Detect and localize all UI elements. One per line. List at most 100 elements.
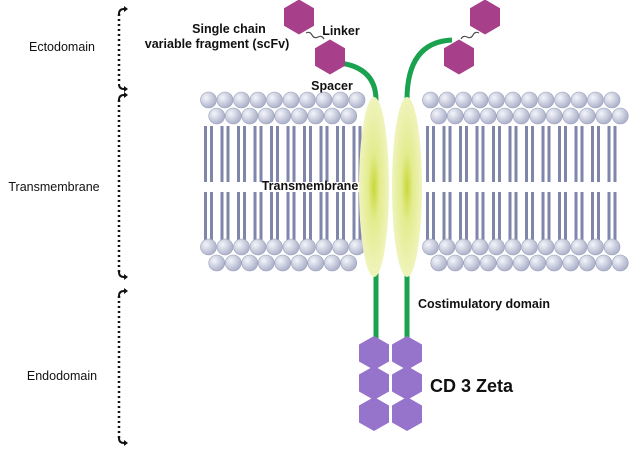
lipid-tail: [492, 192, 495, 246]
lipid-head: [224, 107, 242, 125]
lipid-head: [249, 238, 267, 256]
lipid-tail: [426, 126, 429, 182]
cd3zeta-hexagon: [392, 397, 422, 431]
ectodomain-label: Ectodomain: [29, 40, 95, 54]
lipid-tail: [613, 192, 617, 246]
lipid-head: [315, 238, 333, 256]
spacer-label: Spacer: [311, 79, 353, 93]
lipid-head: [208, 254, 226, 272]
lipid-head: [241, 254, 259, 272]
lipid-head: [578, 107, 596, 125]
lipid-head: [562, 107, 580, 125]
lipid-tail: [204, 126, 207, 182]
endodomain-label: Endodomain: [27, 369, 97, 383]
lipid-head: [307, 254, 325, 272]
lipid-head: [512, 107, 530, 125]
linker-left: [305, 31, 325, 40]
scfv-label-line2: variable fragment (scFv): [145, 37, 290, 51]
region-brackets: [117, 6, 128, 446]
lipid-head: [422, 238, 439, 256]
lipid-tail: [558, 192, 561, 246]
cd3zeta-right: [392, 336, 422, 431]
lipid-head: [587, 91, 604, 109]
lipid-head: [537, 91, 555, 109]
lipid-tail: [459, 126, 462, 182]
lipid-head: [224, 254, 242, 272]
lipid-head: [216, 238, 234, 256]
lipid-tail: [292, 192, 296, 246]
lipid-head: [348, 91, 366, 109]
lipid-tail: [336, 192, 339, 246]
lipid-head: [471, 238, 489, 256]
lipid-head: [208, 107, 226, 125]
lipid-head: [266, 238, 283, 256]
lipid-head: [488, 238, 505, 256]
lipid-head: [504, 238, 522, 256]
lipid-head: [282, 91, 300, 109]
lipid-head: [587, 238, 604, 256]
lipid-tail: [597, 126, 600, 182]
lipid-head: [274, 107, 292, 125]
lipid-head: [595, 107, 613, 125]
lipid-tail: [597, 192, 600, 246]
lipid-tail: [325, 192, 329, 246]
scfv-hexagon: [444, 39, 474, 75]
lipid-head: [332, 238, 349, 256]
lipid-tail: [303, 192, 306, 246]
lipid-tail: [580, 192, 584, 246]
lipid-head: [299, 238, 316, 256]
lipid-tail: [541, 192, 545, 246]
transmembrane-bracket: [117, 92, 128, 280]
lipid-head: [611, 254, 629, 272]
lipid-tail: [607, 126, 611, 182]
lipid-tail: [442, 126, 446, 182]
lipid-head: [545, 107, 563, 125]
lipid-head: [463, 254, 481, 272]
lipid-tail: [492, 126, 495, 182]
lipid-head: [504, 91, 522, 109]
scfv-left: [284, 0, 345, 75]
lipid-head: [274, 254, 292, 272]
lipid-head: [578, 254, 596, 272]
lipid-tail: [237, 126, 240, 182]
lipid-tail: [210, 192, 213, 246]
lipid-tail: [237, 192, 240, 246]
lipid-tail: [309, 192, 312, 246]
cd3zeta-hexagon: [392, 336, 422, 370]
lipid-tail: [508, 126, 512, 182]
lipid-tail: [531, 192, 534, 246]
lipid-tail: [309, 126, 312, 182]
transmembrane-domain-right: [392, 97, 422, 277]
transmembrane-label: Transmembrane: [8, 180, 99, 194]
costimulatory-domain-label: Costimulatory domain: [418, 297, 550, 311]
lipid-tail: [358, 126, 362, 182]
lipid-tail: [525, 126, 528, 182]
lipid-tail: [204, 192, 207, 246]
lipid-head: [438, 91, 456, 109]
lipid-head: [257, 107, 275, 125]
lipid-tail: [547, 192, 551, 246]
lipid-head: [340, 254, 358, 272]
lipid-tail: [259, 126, 263, 182]
lipid-head: [479, 254, 497, 272]
lipid-head: [455, 91, 472, 109]
lipid-head: [455, 238, 472, 256]
scfv-hexagon: [470, 0, 500, 35]
lipid-head: [216, 91, 234, 109]
ectodomain-bracket: [117, 6, 128, 92]
lipid-tail: [498, 126, 501, 182]
lipid-head: [290, 107, 308, 125]
lipid-head: [488, 91, 505, 109]
lipid-head: [446, 254, 464, 272]
lipid-head: [537, 238, 555, 256]
lipid-tail: [465, 192, 468, 246]
lipid-tail: [253, 192, 257, 246]
lipid-tail: [459, 192, 462, 246]
lipid-tail: [259, 192, 263, 246]
lipid-tail: [475, 192, 479, 246]
lipid-head: [463, 107, 481, 125]
lipid-head: [332, 91, 349, 109]
cd3zeta-hexagon: [359, 397, 389, 431]
lipid-tail: [442, 192, 446, 246]
lipid-head: [554, 91, 571, 109]
